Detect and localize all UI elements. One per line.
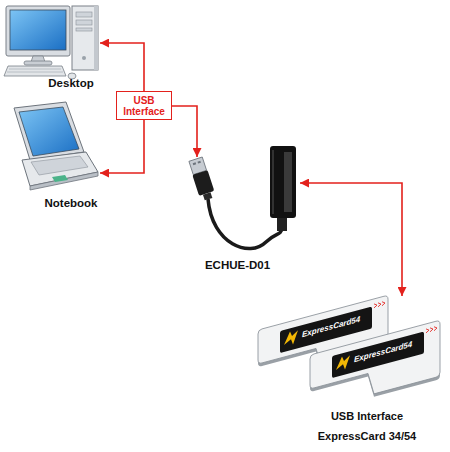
card-node: USB Interface ExpressCard 34/54 <box>285 296 449 446</box>
card-connector <box>270 146 296 218</box>
notebook-touchpad <box>52 175 68 182</box>
node-text: Desktop <box>42 76 100 90</box>
card-logo <box>284 329 298 347</box>
plug-strain-relief <box>203 192 212 200</box>
notebook-node: Notebook <box>2 98 100 210</box>
notebook-base <box>22 152 98 186</box>
connector-slot <box>284 152 292 212</box>
notebook-screen <box>19 107 79 156</box>
tower-case <box>72 6 98 70</box>
node-text: Notebook <box>42 196 100 210</box>
node-text: USB Interface <box>117 95 171 117</box>
connector-highlight <box>273 150 274 214</box>
desktop-node: Desktop <box>2 2 100 90</box>
card-brand-label: ExpressCard54 <box>302 315 360 340</box>
notebook-computer <box>14 102 98 190</box>
usb-cable <box>188 146 296 249</box>
expresscard-front <box>310 320 440 414</box>
usb-link-arrow <box>300 183 402 296</box>
drive-bay <box>76 12 92 17</box>
card-logo <box>336 354 350 372</box>
card-chevrons <box>426 326 437 333</box>
monitor-screen <box>10 10 66 50</box>
drive-bay <box>76 28 92 31</box>
usb-link-arrow <box>100 120 144 173</box>
tower-side <box>94 6 98 70</box>
usb-link-arrow <box>172 106 197 157</box>
card-chevrons <box>374 301 385 308</box>
connector-strain-relief <box>277 216 287 231</box>
card-body <box>310 320 440 411</box>
power-button <box>82 56 86 60</box>
desktop-computer <box>4 6 98 79</box>
node-text: ECHUE-D01 <box>175 258 300 272</box>
drive-bay <box>76 20 92 25</box>
plug-hole <box>197 161 200 164</box>
node-text: USB Interface ExpressCard 34/54 <box>305 406 430 446</box>
usb-link-arrow <box>100 43 144 91</box>
usb-plug <box>188 157 216 202</box>
interface-box: USB Interface <box>116 91 172 120</box>
plug-body <box>192 170 214 196</box>
notebook-keyboard <box>31 156 88 175</box>
keyboard <box>4 66 66 76</box>
card-label-band <box>332 331 424 378</box>
notebook-lid <box>14 102 84 160</box>
cable-node: ECHUE-D01 <box>175 157 300 272</box>
keyboard-keys <box>7 69 63 72</box>
card-brand-label: ExpressCard54 <box>354 340 412 365</box>
monitor-frame <box>6 6 70 56</box>
monitor-base <box>24 61 52 65</box>
plug-hole <box>193 162 196 165</box>
